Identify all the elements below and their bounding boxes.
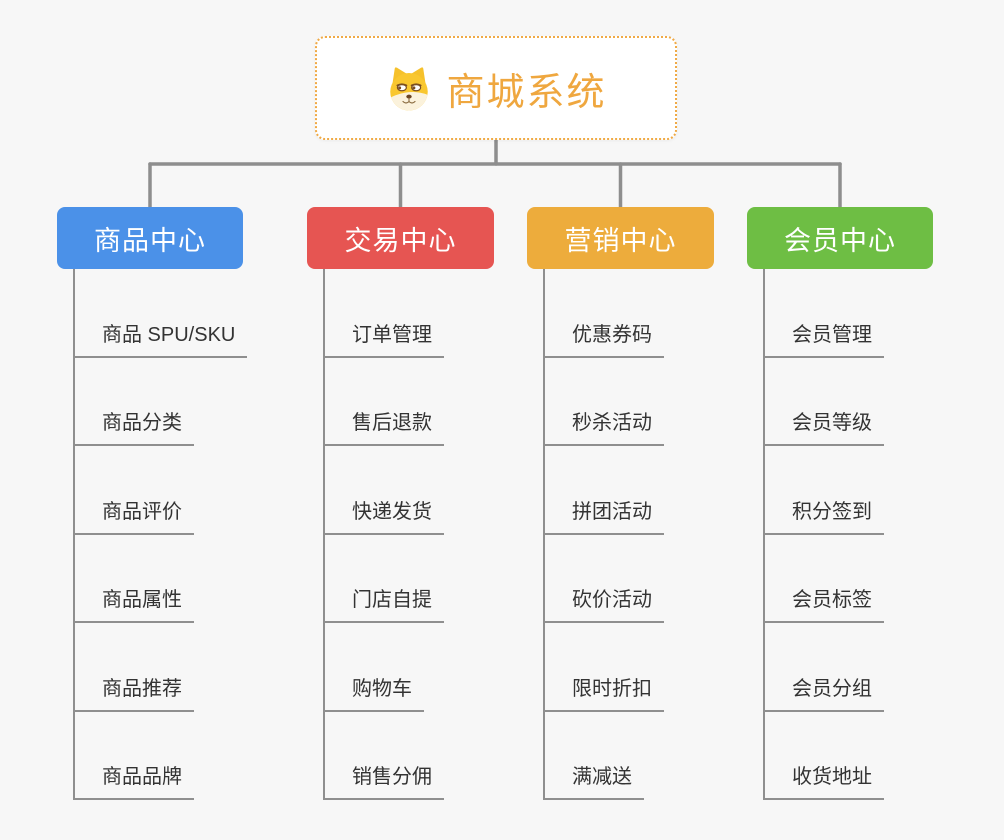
leaf-node[interactable]: 秒杀活动 [545, 358, 664, 446]
branch-node-label: 商品中心 [94, 225, 206, 256]
leaf-node[interactable]: 积分签到 [765, 446, 884, 535]
branch-node-product-center[interactable]: 商品中心 [57, 207, 243, 269]
leaf-node[interactable]: 门店自提 [325, 535, 444, 623]
leaf-node[interactable]: 订单管理 [325, 269, 444, 358]
leaf-node[interactable]: 销售分佣 [325, 712, 444, 800]
root-node-title: 商城系统 [446, 71, 607, 114]
leaf-node[interactable]: 快递发货 [325, 446, 444, 535]
branch-list-product-center: 商品 SPU/SKU 商品分类 商品评价 商品属性 商品推荐 商品品牌 [73, 269, 248, 800]
leaf-node[interactable]: 商品 SPU/SKU [75, 269, 248, 358]
root-node[interactable]: 商城系统 [315, 36, 677, 140]
branch-list-trade-center: 订单管理 售后退款 快递发货 门店自提 购物车 销售分佣 [323, 269, 444, 800]
leaf-node[interactable]: 限时折扣 [545, 623, 664, 712]
leaf-node[interactable]: 砍价活动 [545, 535, 664, 623]
branch-node-label: 营销中心 [564, 225, 677, 256]
leaf-node[interactable]: 优惠券码 [545, 269, 664, 358]
branch-node-trade-center[interactable]: 交易中心 [307, 207, 494, 269]
leaf-node[interactable]: 商品品牌 [75, 712, 194, 800]
dog-face-icon [385, 64, 433, 112]
branch-list-member-center: 会员管理 会员等级 积分签到 会员标签 会员分组 收货地址 [763, 269, 884, 800]
leaf-node[interactable]: 商品评价 [75, 446, 194, 535]
leaf-node[interactable]: 商品属性 [75, 535, 194, 623]
leaf-node[interactable]: 售后退款 [325, 358, 444, 446]
leaf-node[interactable]: 会员等级 [765, 358, 884, 446]
branch-node-marketing-center[interactable]: 营销中心 [527, 207, 714, 269]
branch-list-marketing-center: 优惠券码 秒杀活动 拼团活动 砍价活动 限时折扣 满减送 [543, 269, 664, 800]
branch-node-label: 会员中心 [784, 225, 896, 256]
branch-node-label: 交易中心 [344, 225, 457, 256]
leaf-node[interactable]: 商品分类 [75, 358, 194, 446]
leaf-node[interactable]: 拼团活动 [545, 446, 664, 535]
leaf-node[interactable]: 会员管理 [765, 269, 884, 358]
leaf-node[interactable]: 会员标签 [765, 535, 884, 623]
leaf-node[interactable]: 购物车 [325, 623, 424, 712]
leaf-node[interactable]: 收货地址 [765, 712, 884, 800]
leaf-node[interactable]: 满减送 [545, 712, 644, 800]
leaf-node[interactable]: 商品推荐 [75, 623, 194, 712]
leaf-node[interactable]: 会员分组 [765, 623, 884, 712]
branch-node-member-center[interactable]: 会员中心 [747, 207, 933, 269]
